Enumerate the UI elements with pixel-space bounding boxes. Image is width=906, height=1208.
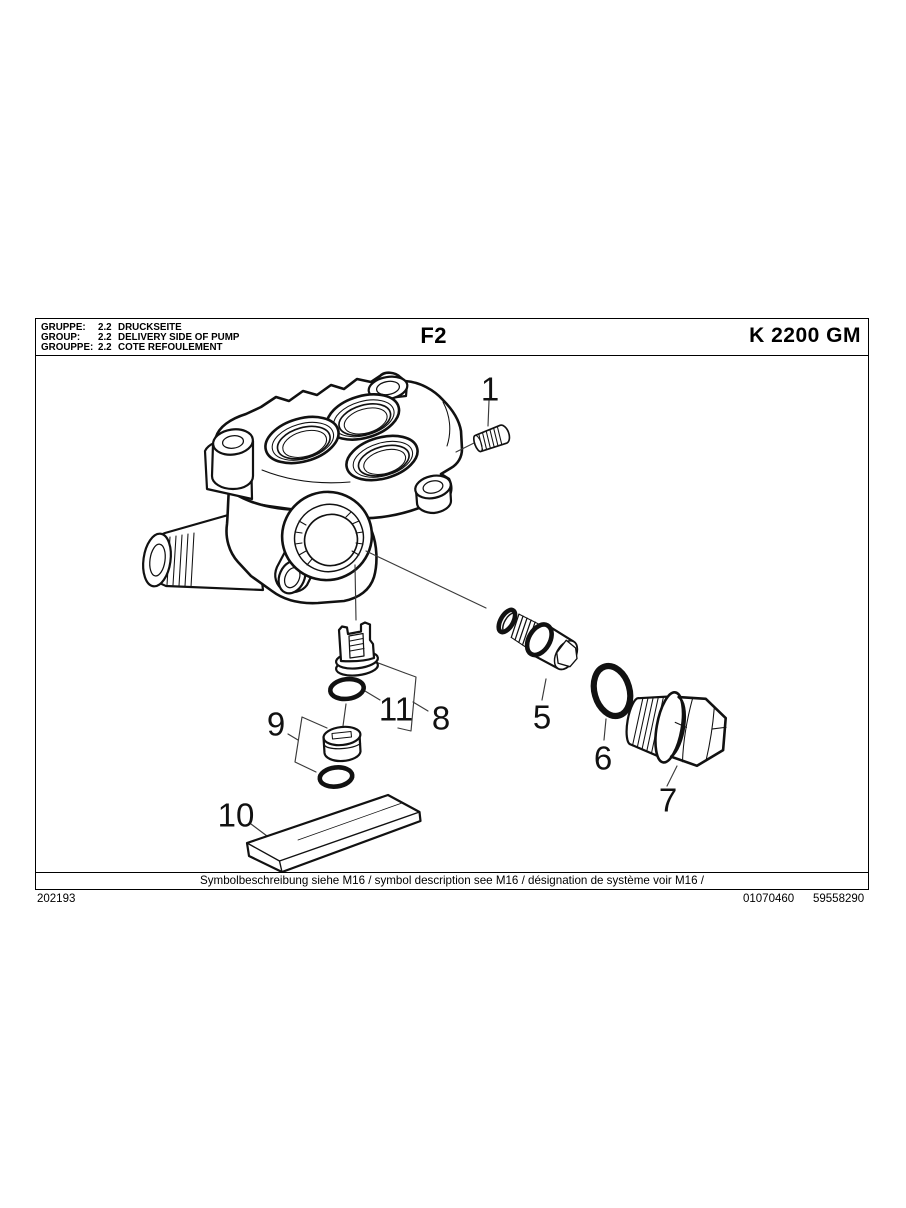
part-label-10: 10 (217, 796, 255, 834)
part-7-screw-plug (625, 691, 728, 768)
group-row-de: GRUPPE: 2.2 DRUCKSEITE (41, 321, 239, 333)
group-text: DELIVERY SIDE OF PUMP (118, 331, 240, 343)
figure-code: F2 (420, 323, 448, 348)
sheet-number: 202193 (37, 893, 76, 905)
axis-line-9 (342, 703, 347, 727)
o-ring-band (524, 622, 554, 658)
part-label-7: 7 (658, 781, 678, 819)
group-label: GRUPPE: (41, 321, 86, 333)
front-port-bore (303, 513, 359, 567)
group-text: COTE REFOULEMENT (118, 342, 223, 354)
right-boss-top (414, 474, 452, 500)
o-ring-small (496, 607, 518, 635)
front-port-ring (293, 503, 365, 573)
group-label: GROUP: (41, 331, 81, 343)
cylinder-opening-left (264, 415, 340, 465)
group-code: 2.2 (98, 321, 112, 333)
seat-o-ring (317, 765, 355, 789)
part-label-11: 11 (378, 690, 414, 728)
reference-number-1: 01070460 (743, 893, 795, 905)
group-row-fr: GROUPPE: 2.2 COTE REFOULEMENT (41, 342, 239, 354)
leader-part-10 (250, 823, 268, 837)
pipe-bore (149, 543, 166, 577)
pipe-end (142, 532, 172, 588)
leader-part-7 (666, 765, 678, 787)
part-label-6: 6 (593, 739, 613, 777)
right-boss-hole (422, 480, 444, 494)
left-boss-hole (221, 435, 245, 449)
front-port-thread-ticks (294, 511, 364, 566)
leader-part-5 (365, 550, 547, 701)
head-contours (261, 401, 451, 484)
leader-valve-insert (354, 564, 357, 621)
part-1-screw (472, 424, 511, 453)
hex-end (556, 639, 578, 668)
leader-lines (250, 400, 678, 837)
plug-thread-ticks (631, 696, 664, 754)
group-label: GROUPPE: (41, 342, 94, 354)
group-code: 2.2 (98, 331, 112, 343)
exploded-view-drawing (142, 371, 728, 873)
symbol-note: Symbolbeschreibung siehe M16 / symbol de… (36, 872, 868, 889)
part-8-valve-insert (334, 621, 380, 677)
part-11-o-ring (327, 676, 367, 702)
group-code: 2.2 (98, 342, 112, 354)
bracket-part-9 (287, 716, 328, 773)
reference-number-2: 59558290 (813, 893, 865, 905)
plug-hex-head (669, 695, 728, 768)
pump-head (142, 371, 464, 605)
plug-collar (654, 691, 685, 764)
part-label-9: 9 (266, 705, 286, 743)
group-text: DRUCKSEITE (118, 321, 182, 333)
model-code: K 2200 GM (749, 324, 861, 347)
insert-spring (349, 637, 365, 652)
leader-part-11 (364, 690, 381, 701)
group-row-en: GROUP: 2.2 DELIVERY SIDE OF PUMP (41, 331, 240, 343)
top-boss-hole (375, 380, 401, 396)
cylinder-opening-top (325, 393, 401, 441)
left-boss-top (212, 428, 254, 456)
part-label-8: 8 (431, 699, 451, 737)
part-label-5: 5 (532, 698, 552, 736)
seat-slot (331, 730, 353, 740)
part-10-plate (245, 793, 422, 873)
part-9-valve-seat (317, 725, 362, 789)
part-5-valve-cartridge (496, 607, 579, 671)
part-label-1: 1 (480, 370, 500, 408)
cylinder-opening-right (345, 434, 419, 482)
leader-part-6 (603, 718, 607, 741)
part-6-o-ring (590, 662, 634, 720)
